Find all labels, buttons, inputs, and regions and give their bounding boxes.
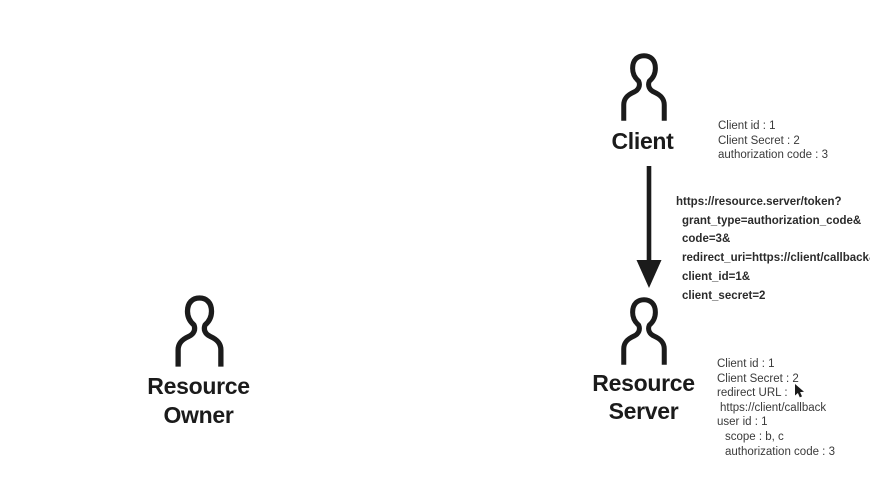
client-info-line: Client Secret : 2 (718, 134, 800, 147)
mouse-pointer-icon (795, 384, 804, 398)
request-line: code=3& (682, 233, 731, 246)
client-info-line: Client id : 1 (718, 120, 776, 132)
request-line: client_id=1& (682, 270, 751, 283)
server-info-line: redirect URL : (717, 387, 788, 400)
resource-owner-person-icon (175, 295, 224, 367)
down-arrow-icon (636, 166, 662, 288)
resource-server-person-icon (621, 297, 667, 365)
resource-server-label-line: Resource (592, 370, 695, 396)
resource-server-info: Client id : 1 Client Secret : 2 redirect… (717, 357, 835, 459)
client-info-line: authorization code : 3 (718, 149, 828, 162)
resource-owner-label: Resource Owner (138, 372, 259, 430)
server-info-line: scope : b, c (725, 430, 784, 443)
client-info: Client id : 1 Client Secret : 2 authoriz… (718, 119, 828, 163)
resource-owner-label-line: Owner (163, 402, 234, 428)
server-info-line: Client id : 1 (717, 358, 775, 370)
resource-owner-label-line: Resource (147, 373, 250, 399)
request-line: redirect_uri=https://client/callback& (682, 252, 870, 265)
token-request: https://resource.server/token? grant_typ… (676, 193, 870, 305)
resource-server-label: Resource Server (573, 369, 714, 425)
request-line: https://resource.server/token? (676, 196, 842, 208)
server-info-line: user id : 1 (717, 416, 768, 429)
request-line: grant_type=authorization_code& (682, 214, 862, 227)
client-label: Client (611, 128, 674, 154)
server-info-line: Client Secret : 2 (717, 372, 799, 385)
server-info-line: authorization code : 3 (725, 445, 835, 458)
server-info-line: https://client/callback (720, 401, 827, 414)
client-person-icon (621, 53, 667, 121)
resource-server-label-line: Server (608, 398, 679, 424)
request-line: client_secret=2 (682, 289, 766, 302)
